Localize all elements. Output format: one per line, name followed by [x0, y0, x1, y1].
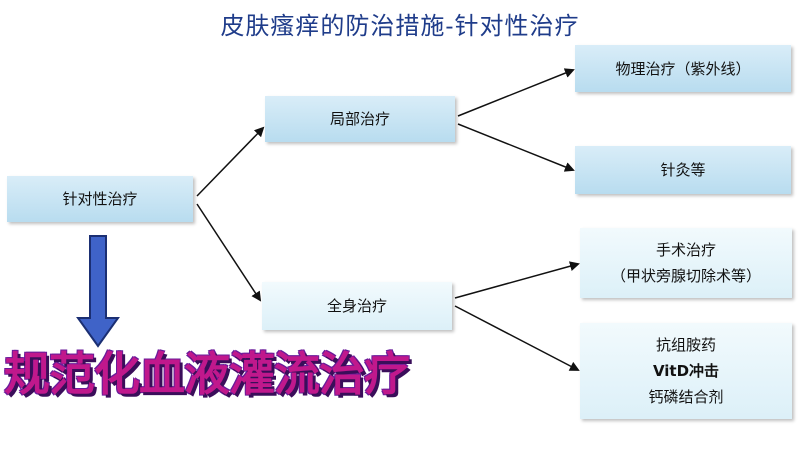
node-label: VitD冲击: [652, 362, 720, 380]
arrow-root-to-whole: [196, 203, 262, 302]
node-sublabel: （甲状旁腺切除术等）: [610, 267, 761, 285]
node-targeted-treatment: 针对性治疗: [7, 176, 193, 222]
node-label: 手术治疗: [655, 241, 716, 259]
node-local-treatment: 局部治疗: [265, 96, 455, 142]
node-physical-therapy: 物理治疗（紫外线）: [575, 45, 791, 92]
node-label: 局部治疗: [329, 110, 390, 128]
node-label: 全身治疗: [326, 297, 387, 315]
node-drug-therapy: 抗组胺药 VitD冲击 钙磷结合剂: [580, 323, 792, 419]
node-label: 针对性治疗: [62, 190, 138, 208]
arrow-whole-to-drugs: [454, 305, 580, 371]
node-label: 抗组胺药: [655, 336, 716, 354]
arrow-root-to-local: [196, 126, 265, 197]
node-label: 针灸等: [660, 161, 706, 179]
arrow-local-to-acupuncture: [457, 123, 575, 172]
callout-hemoperfusion: 规范化血液灌流治疗: [4, 347, 410, 401]
down-arrow-icon: [76, 235, 120, 348]
node-label: 物理治疗（紫外线）: [615, 59, 751, 78]
arrow-whole-to-surgery: [454, 261, 580, 299]
slide-title: 皮肤瘙痒的防治措施-针对性治疗: [220, 12, 580, 40]
node-label: 钙磷结合剂: [648, 388, 724, 406]
arrow-local-to-physical: [457, 68, 575, 117]
node-surgery: 手术治疗 （甲状旁腺切除术等）: [580, 228, 792, 298]
node-acupuncture: 针灸等: [575, 146, 791, 194]
node-systemic-treatment: 全身治疗: [262, 282, 452, 330]
